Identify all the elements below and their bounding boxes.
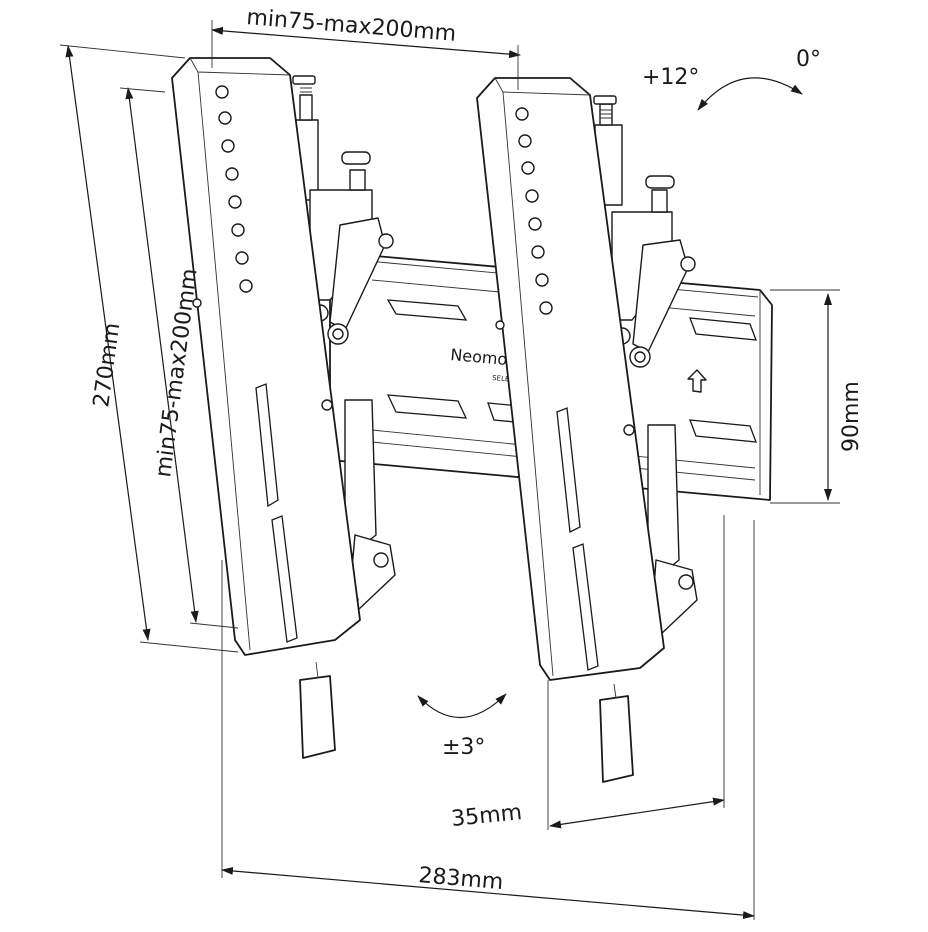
label-inner-height: min75-max200mm [151, 267, 203, 479]
label-total-width: 283mm [417, 863, 504, 895]
rail-slot [386, 299, 468, 321]
vesa-hole [231, 223, 245, 237]
left-bracket [171, 57, 396, 759]
vesa-hole [221, 139, 235, 153]
swivel-arc-icon [417, 693, 507, 719]
label-depth: 35mm [450, 800, 523, 832]
brand-logo-sub: SELECT [492, 374, 520, 384]
dim-top-width [211, 26, 521, 59]
vesa-hole [235, 251, 249, 265]
rail-slot [386, 394, 468, 419]
right-bracket [476, 77, 698, 783]
bracket-slot [255, 383, 279, 508]
label-left-height: 270mm [89, 321, 125, 408]
label-tilt-zero: 0° [796, 47, 821, 72]
vesa-hole [218, 111, 232, 125]
vesa-hole [518, 134, 532, 148]
vesa-hole [528, 217, 542, 231]
bracket-slot [271, 515, 298, 643]
vesa-hole [215, 85, 229, 99]
vesa-hole [515, 107, 529, 121]
vesa-hole [228, 195, 242, 209]
vesa-hole [521, 161, 535, 175]
label-top-width: min75-max200mm [246, 5, 458, 47]
rail-slot [689, 317, 757, 341]
up-arrow-icon [687, 369, 707, 393]
label-tilt-positive: +12° [642, 65, 699, 90]
vesa-hole [539, 301, 553, 315]
dim-depth [549, 797, 725, 829]
dimension-lines [59, 20, 840, 920]
label-rail-height: 90mm [839, 381, 864, 452]
rail-slot [689, 419, 757, 443]
dim-total-width [221, 866, 755, 920]
vesa-hole [535, 273, 549, 287]
label-swivel: ±3° [442, 735, 485, 760]
bracket-slot [572, 543, 599, 671]
vesa-hole [239, 279, 253, 293]
vesa-hole [531, 245, 545, 259]
vesa-hole [225, 167, 239, 181]
dim-inner-height [125, 87, 199, 623]
bracket-slot [556, 407, 581, 533]
vesa-hole [525, 189, 539, 203]
tilt-arc-icon [697, 77, 803, 111]
